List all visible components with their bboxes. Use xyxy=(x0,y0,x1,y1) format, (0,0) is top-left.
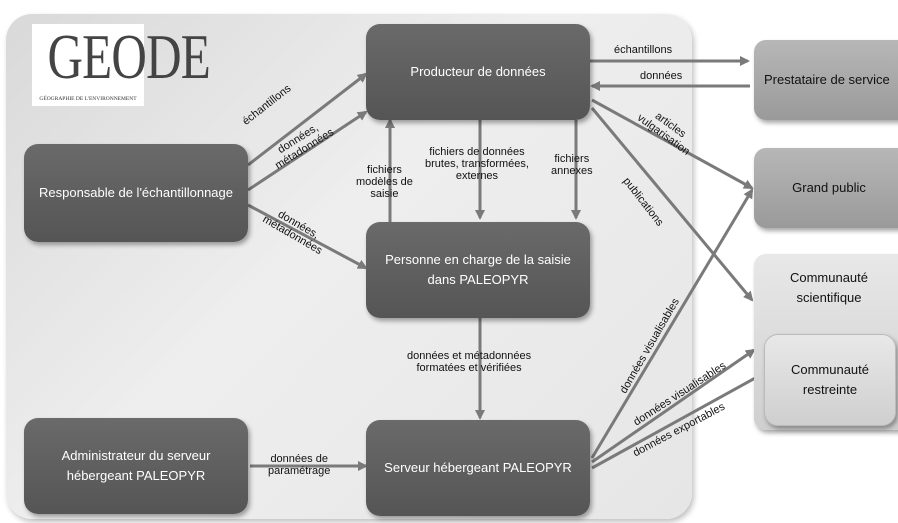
prestataire-label: Prestataire de service xyxy=(764,72,890,87)
label-formatees-line2: formatées et vérifiées xyxy=(416,362,522,374)
personne-node: Personne en charge de la saisie dans PAL… xyxy=(366,222,590,318)
label-fichiers-annexes: fichiers annexes xyxy=(551,153,593,177)
arrow-publications-to-communaute xyxy=(590,107,754,302)
grand-public-label: Grand public xyxy=(792,180,866,195)
arrow-visualisables-to-grand-public xyxy=(590,188,754,459)
personne-label-line2: dans PALEOPYR xyxy=(427,272,529,287)
arrow-metadonnees-to-producteur xyxy=(247,110,368,192)
producteur-label: Producteur de données xyxy=(410,64,546,79)
label-fichiers-modeles-line3: saisie xyxy=(370,188,399,200)
arrow-articles-to-grand-public xyxy=(591,98,754,190)
arrow-metadonnees-to-personne xyxy=(247,203,368,270)
communaute-label-line1: Communauté xyxy=(789,270,869,285)
label-donnees-top: données xyxy=(640,70,683,82)
label-fichiers-modeles-line1: fichiers xyxy=(367,164,402,176)
communaute-restreinte-node: Communauté restreinte xyxy=(764,334,896,426)
label-fichiers-modeles: fichiers modèles de saisie xyxy=(356,164,413,200)
prestataire-node: Prestataire de service xyxy=(754,40,898,120)
label-fichiers-donnees-line3: externes xyxy=(455,170,499,182)
serveur-label: Serveur hébergeant PALEOPYR xyxy=(384,460,572,475)
arrow-visualisables-to-communaute xyxy=(591,348,756,464)
label-fichiers-donnees: fichiers de données brutes, transformées… xyxy=(425,146,529,182)
communaute-label-line2: scientifique xyxy=(796,290,862,305)
serveur-node: Serveur hébergeant PALEOPYR xyxy=(366,420,590,516)
restreinte-label-line2: restreinte xyxy=(802,382,858,397)
label-fichiers-modeles-line2: modèles de xyxy=(356,176,413,188)
administrateur-node: Administrateur du serveur hébergeant PAL… xyxy=(24,418,248,514)
label-fichiers-donnees-line1: fichiers de données xyxy=(429,146,525,158)
producteur-node: Producteur de données xyxy=(366,24,590,120)
label-parametrage-line1: données de xyxy=(270,453,328,465)
personne-label-line1: Personne en charge de la saisie xyxy=(385,252,571,267)
arrow-exportables-to-restreinte xyxy=(591,364,779,470)
restreinte-label-line1: Communauté xyxy=(790,362,870,377)
label-fichiers-annexes-line2: annexes xyxy=(551,165,593,177)
label-echantillons-top: échantillons xyxy=(614,44,673,56)
grand-public-node: Grand public xyxy=(754,148,898,228)
label-parametrage: données de paramétrage xyxy=(268,453,330,477)
label-formatees-verifiees: données et métadonnées formatées et véri… xyxy=(407,350,531,374)
label-fichiers-donnees-line2: brutes, transformées, xyxy=(425,158,529,170)
communaute-label-group: Communauté scientifique xyxy=(790,268,868,308)
logo-subtitle: GÉOGRAPHIE DE L'ENVIRONNEMENT xyxy=(39,96,137,102)
label-fichiers-annexes-line1: fichiers xyxy=(554,153,590,165)
responsable-node: Responsable de l'échantillonnage xyxy=(24,144,248,242)
arrow-echantillons-to-producteur xyxy=(247,72,368,167)
label-formatees-line1: données et métadonnées xyxy=(407,350,532,362)
label-parametrage-line2: paramétrage xyxy=(268,465,331,477)
responsable-label: Responsable de l'échantillonnage xyxy=(38,185,234,200)
administrateur-label-line2: hébergeant PALEOPYR xyxy=(66,468,206,483)
administrateur-label-line1: Administrateur du serveur xyxy=(61,448,211,463)
